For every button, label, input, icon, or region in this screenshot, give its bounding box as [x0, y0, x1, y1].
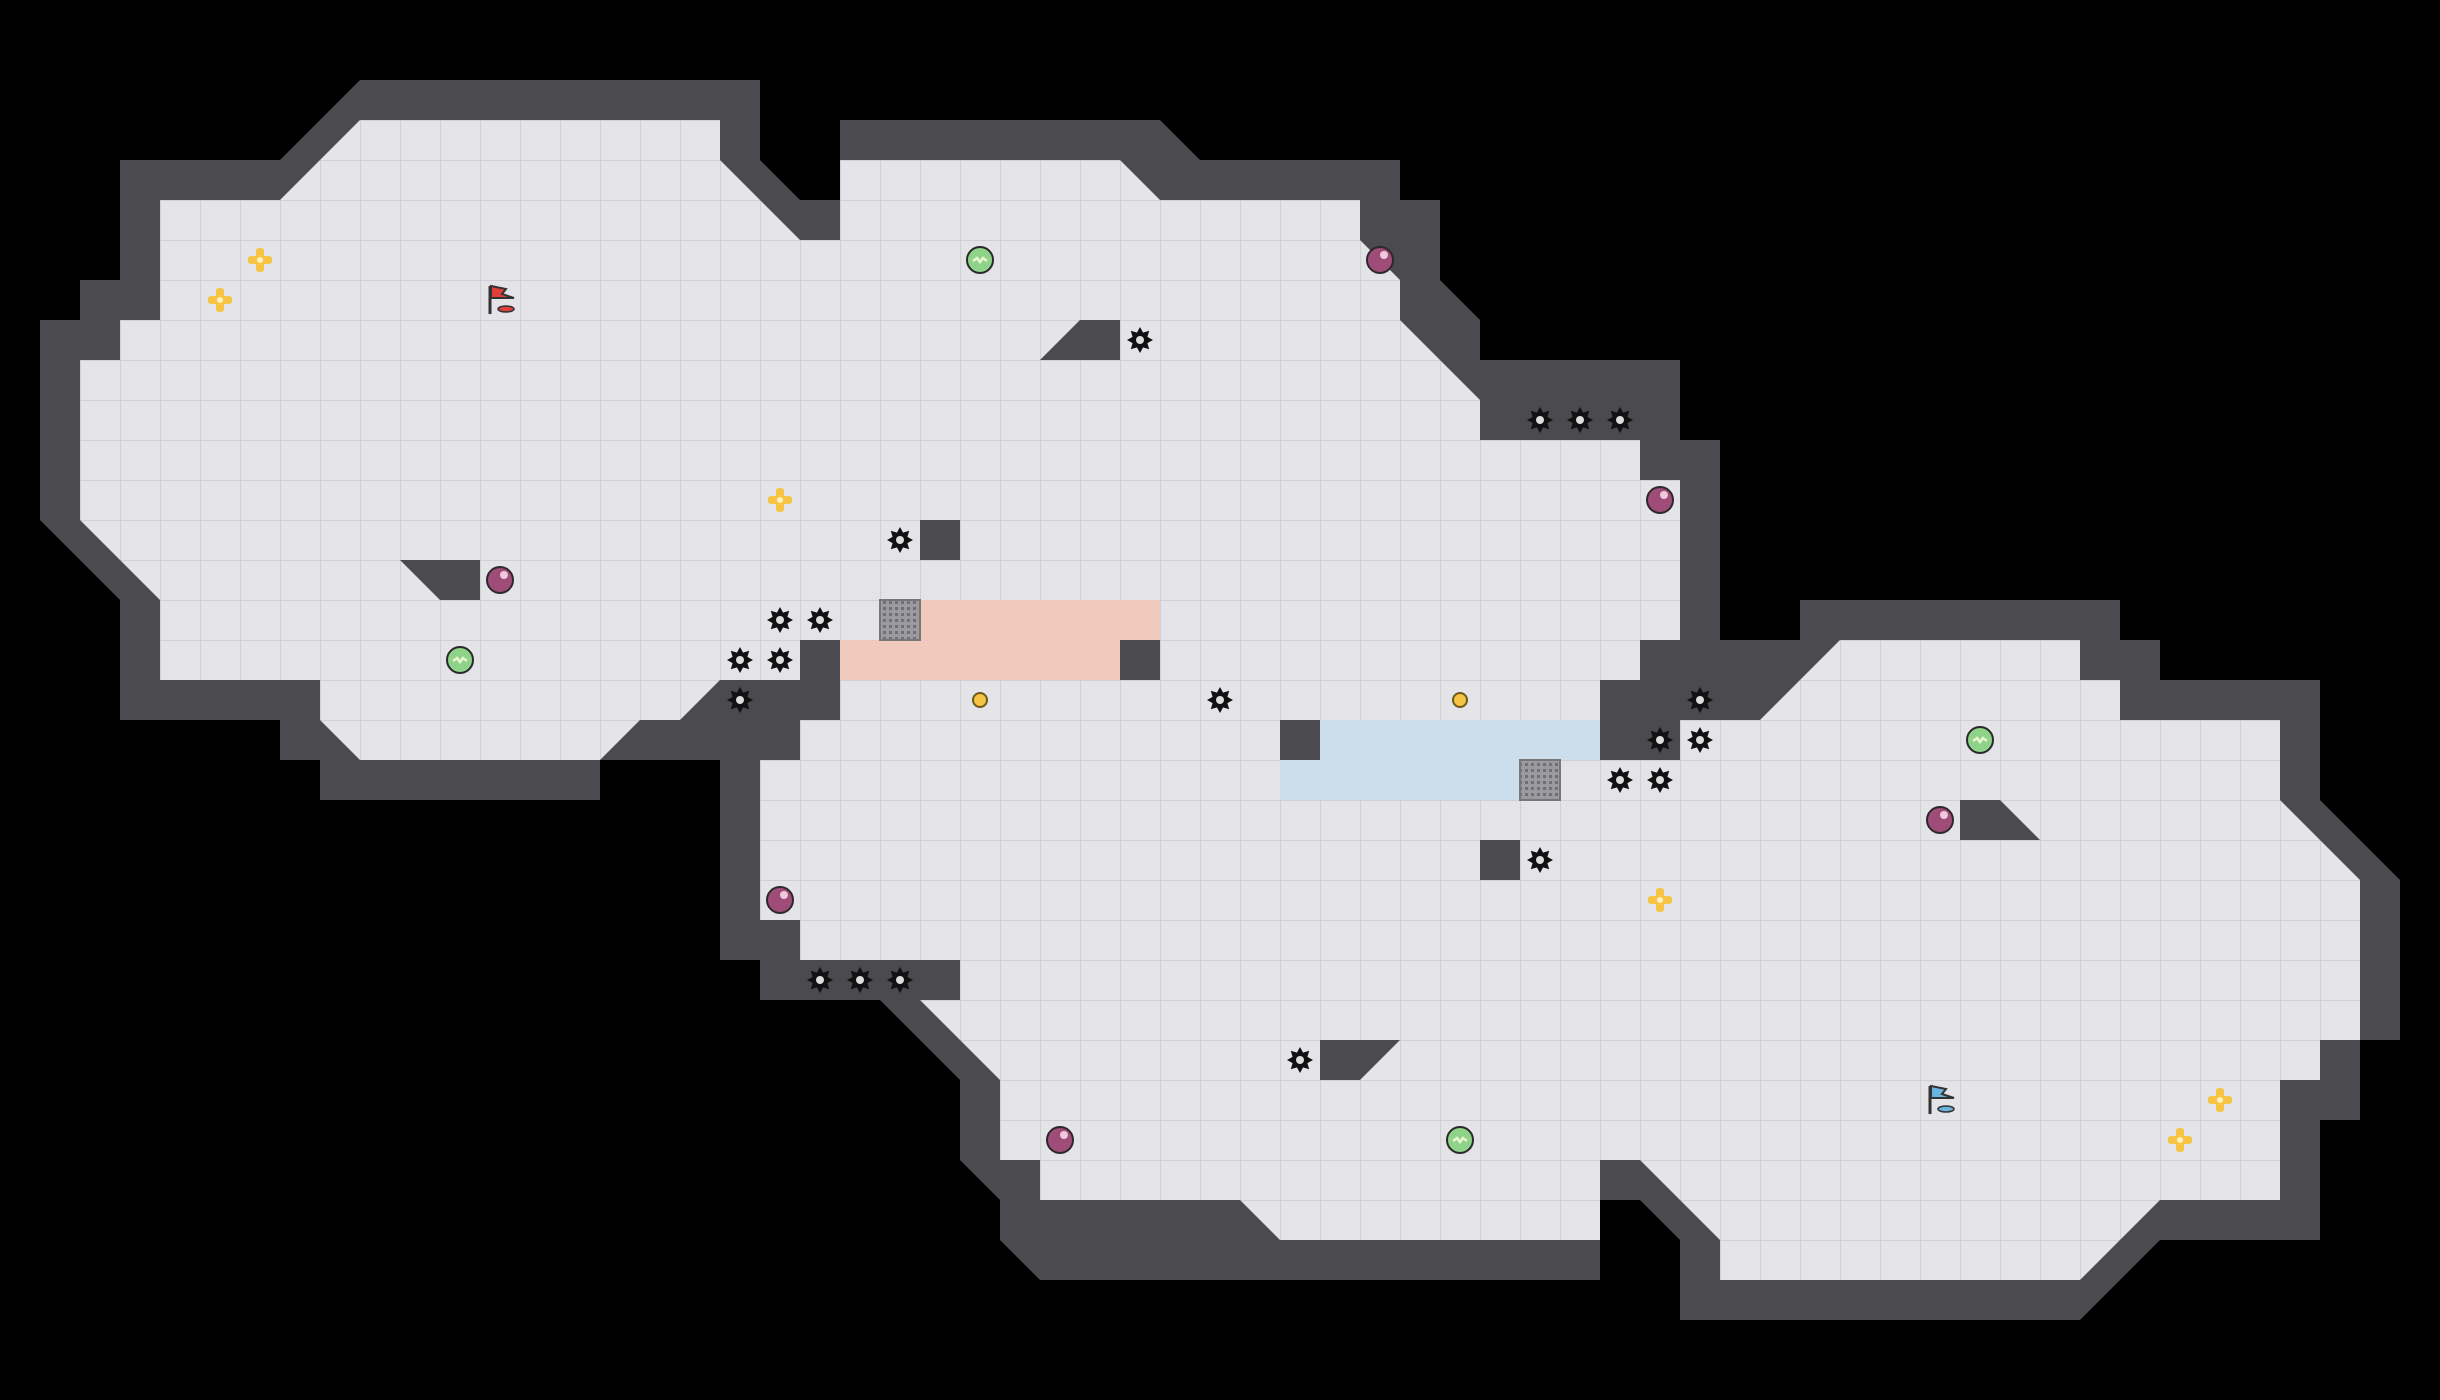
spike-icon	[727, 647, 753, 673]
bomb-icon	[486, 566, 514, 594]
ramp	[1320, 1040, 1400, 1080]
blue-gate	[1519, 759, 1561, 801]
bomb-icon	[1646, 486, 1674, 514]
ramp	[1040, 320, 1120, 360]
obstacles	[400, 320, 2040, 1080]
team-zones	[840, 600, 1600, 800]
portal-icon	[972, 692, 988, 708]
entities	[208, 246, 2232, 1154]
wall-pocket	[800, 640, 840, 720]
red-zone	[880, 600, 1160, 640]
ramp	[400, 560, 480, 600]
spike-icon	[767, 647, 793, 673]
powerup-icon	[446, 646, 474, 674]
powerup-icon	[966, 246, 994, 274]
blue-zone	[1320, 720, 1600, 760]
red-flag-icon	[488, 284, 515, 314]
ramp	[1960, 800, 2040, 840]
spike-icon	[847, 967, 873, 993]
spike-icon	[1207, 687, 1233, 713]
boost-icon	[2208, 1088, 2232, 1112]
spike-icon	[1287, 1047, 1313, 1073]
spike-icon	[1647, 727, 1673, 753]
spike-icon	[1527, 847, 1553, 873]
spike-icon	[1607, 407, 1633, 433]
spike-icon	[1527, 407, 1553, 433]
spike-icon	[1607, 767, 1633, 793]
portal-icon	[1452, 692, 1468, 708]
bomb-icon	[1926, 806, 1954, 834]
boost-icon	[248, 248, 272, 272]
wall-block	[1280, 720, 1320, 760]
wall-block	[920, 520, 960, 560]
spike-icon	[807, 967, 833, 993]
spike-icon	[1567, 407, 1593, 433]
red-gate	[879, 599, 921, 641]
boost-icon	[208, 288, 232, 312]
bomb-icon	[1046, 1126, 1074, 1154]
wall-pocket	[760, 920, 800, 960]
spike-icon	[1687, 687, 1713, 713]
spike-icon	[727, 687, 753, 713]
wall-block	[1120, 640, 1160, 680]
bomb-icon	[766, 886, 794, 914]
spike-icon	[1687, 727, 1713, 753]
wall-pocket	[1600, 680, 1640, 760]
powerup-icon	[1446, 1126, 1474, 1154]
spike-icon	[1127, 327, 1153, 353]
wall-pocket	[1480, 400, 1520, 440]
powerup-icon	[1966, 726, 1994, 754]
boost-icon	[2168, 1128, 2192, 1152]
boost-icon	[1648, 888, 1672, 912]
spike-icon	[1647, 767, 1673, 793]
wall-pocket	[920, 960, 960, 1000]
boost-icon	[768, 488, 792, 512]
spike-icon	[887, 967, 913, 993]
spike-icon	[887, 527, 913, 553]
wall-block	[1480, 840, 1520, 880]
blue-zone	[1280, 760, 1560, 800]
red-zone	[840, 640, 1120, 680]
blue-flag-icon	[1928, 1084, 1955, 1114]
spike-icon	[807, 607, 833, 633]
spike-icon	[767, 607, 793, 633]
bomb-icon	[1366, 246, 1394, 274]
